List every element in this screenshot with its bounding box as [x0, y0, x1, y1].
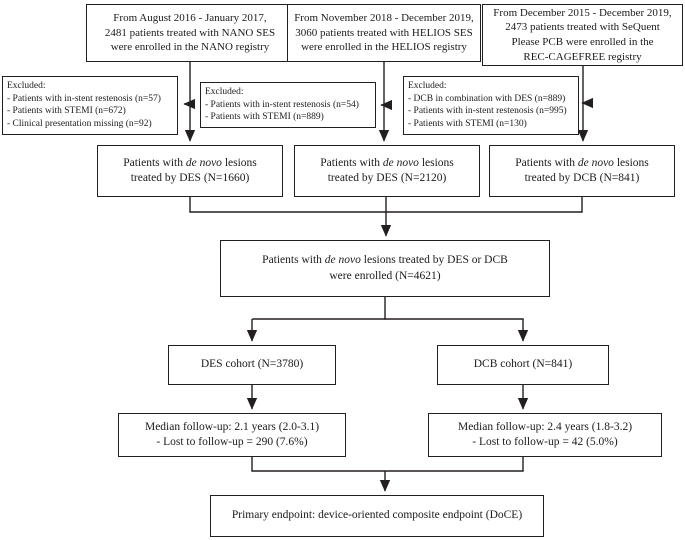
registry-helios-text: From November 2018 - December 2019, 3060…	[294, 12, 474, 54]
exclusion-box-nano: Excluded: - Patients with in-stent reste…	[2, 76, 178, 135]
cohort-des-label: DES cohort (N=3780)	[200, 358, 304, 371]
exclusion-item: - Patients with STEMI (n=672)	[7, 106, 126, 117]
exclusion-box-helios: Excluded: - Patients with in-stent reste…	[200, 82, 376, 128]
registry-box-rec-cagefree: From December 2015 - December 2019, 2473…	[482, 4, 683, 66]
denovo-dcb-841-text: Patients with de novo lesions treated by…	[515, 156, 649, 184]
exclusion-title: Excluded:	[408, 81, 447, 91]
denovo-box-dcb-841: Patients with de novo lesions treated by…	[489, 145, 675, 197]
followup-dcb-text: Median follow-up: 2.4 years (1.8-3.2) - …	[457, 420, 633, 448]
endpoint-box: Primary endpoint: device-oriented compos…	[210, 495, 544, 537]
denovo-box-des-2120: Patients with de novo lesions treated by…	[294, 145, 480, 197]
endpoint-text: Primary endpoint: device-oriented compos…	[231, 509, 523, 522]
exclusion-title: Excluded:	[205, 87, 244, 97]
exclusion-title: Excluded:	[7, 81, 46, 91]
cohort-box-des: DES cohort (N=3780)	[168, 345, 336, 385]
exclusion-item: - Clinical presentation missing (n=92)	[7, 119, 152, 130]
registry-box-nano: From August 2016 - January 2017, 2481 pa…	[86, 4, 294, 62]
exclusion-item: - Patients with in-stent restenosis (n=5…	[7, 93, 161, 104]
exclusion-box-rec-cagefree: Excluded: - DCB in combination with DES …	[403, 76, 579, 135]
followup-box-des: Median follow-up: 2.1 years (2.0-3.1) - …	[118, 413, 346, 457]
enrolled-box: Patients with de novo lesions treated by…	[220, 240, 550, 297]
registry-rec-cagefree-text: From December 2015 - December 2019, 2473…	[493, 6, 672, 63]
exclusion-item: - Patients with STEMI (n=130)	[408, 119, 527, 130]
denovo-des-1660-text: Patients with de novo lesions treated by…	[123, 156, 257, 184]
exclusion-item: - DCB in combination with DES (n=889)	[408, 93, 566, 104]
registry-box-helios: From November 2018 - December 2019, 3060…	[287, 4, 481, 62]
denovo-des-2120-text: Patients with de novo lesions treated by…	[320, 156, 454, 184]
followup-box-dcb: Median follow-up: 2.4 years (1.8-3.2) - …	[428, 413, 662, 457]
exclusion-item: - Patients with in-stent restenosis (n=5…	[205, 99, 359, 110]
followup-des-text: Median follow-up: 2.1 years (2.0-3.1) - …	[144, 420, 320, 448]
denovo-box-des-1660: Patients with de novo lesions treated by…	[97, 145, 283, 197]
enrolled-text: Patients with de novo lesions treated by…	[262, 254, 508, 282]
exclusion-item: - Patients with in-stent restenosis (n=9…	[408, 106, 567, 117]
cohort-box-dcb: DCB cohort (N=841)	[437, 345, 609, 385]
cohort-dcb-label: DCB cohort (N=841)	[473, 358, 573, 371]
exclusion-item: - Patients with STEMI (n=889)	[205, 112, 324, 123]
registry-nano-text: From August 2016 - January 2017, 2481 pa…	[104, 12, 276, 54]
